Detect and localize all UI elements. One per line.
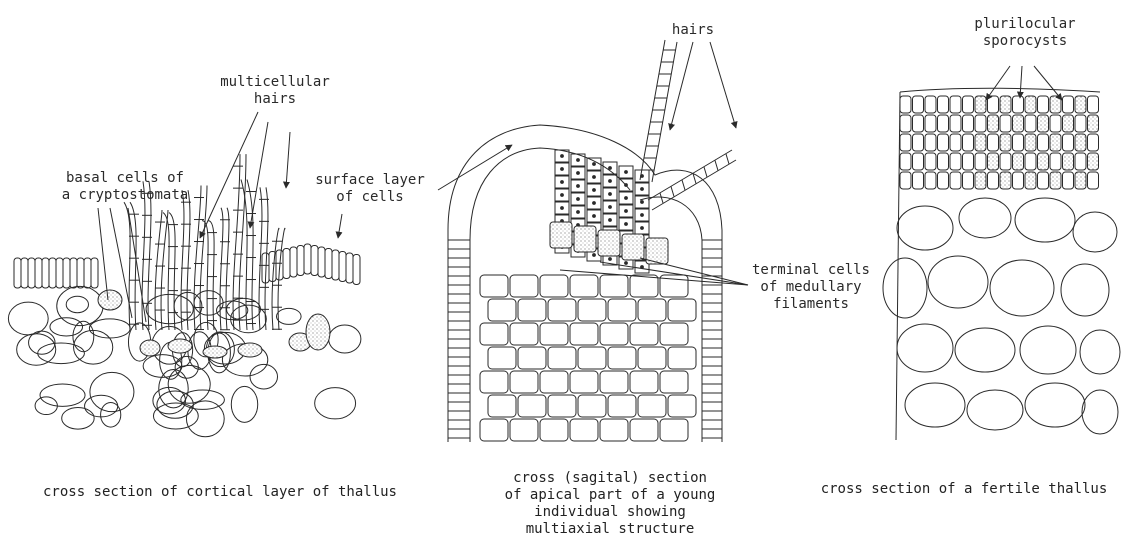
caption-fertile: cross section of a fertile thallus [808,481,1120,498]
label-surface-layer: surface layer of cells [310,172,430,206]
label-basal-cells: basal cells of a cryptostomata [40,170,210,204]
caption-apical: cross (sagital) section of apical part o… [470,470,750,538]
label-multicellular-hairs: multicellular hairs [210,74,340,108]
fertile-section-drawing [883,88,1120,440]
label-hairs: hairs [668,22,718,39]
apical-section-drawing [448,40,736,442]
label-plurilocular-sporocysts: plurilocular sporocysts [970,16,1080,50]
caption-cortical: cross section of cortical layer of thall… [10,484,430,501]
label-terminal-cells: terminal cells of medullary filaments [746,262,876,313]
fertile-leader-lines [986,66,1062,100]
